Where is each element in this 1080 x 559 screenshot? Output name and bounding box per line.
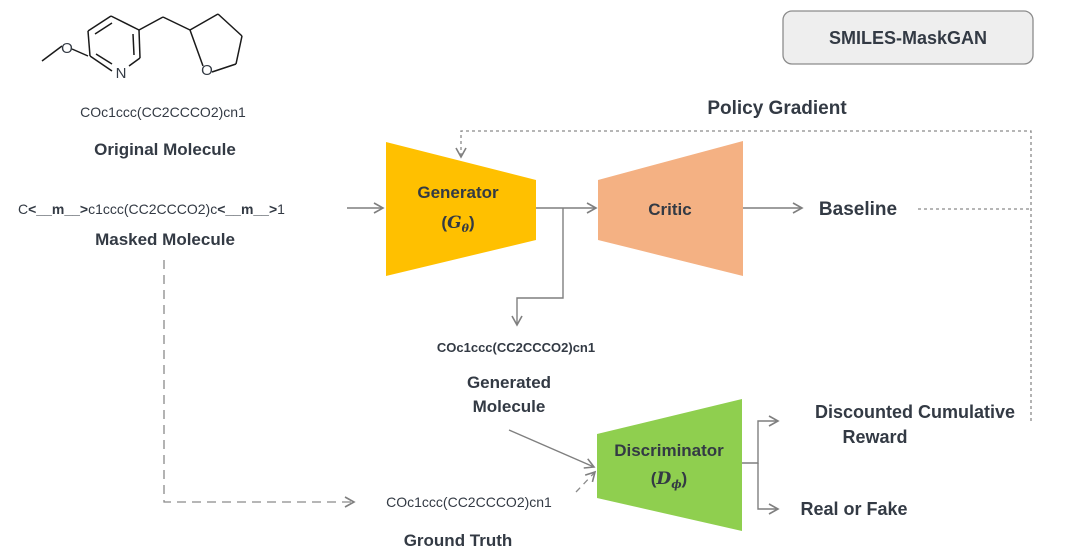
smiles-maskgan-badge: SMILES-MaskGAN <box>782 10 1034 65</box>
flow-arrows <box>347 202 804 515</box>
original-smiles: COc1ccc(CC2CCCO2)cn1 <box>80 104 246 120</box>
arrow-generator-to-generated <box>511 208 564 327</box>
baseline-label: Baseline <box>819 199 897 220</box>
policy-gradient-label: Policy Gradient <box>707 98 847 119</box>
generator-block: Generator (Gθ) <box>386 142 536 276</box>
atom-o-methoxy: O <box>61 40 73 57</box>
arrow-disc-to-realfake <box>757 463 780 515</box>
arrow-disc-to-reward <box>742 415 780 464</box>
masked-molecule-caption: Masked Molecule <box>95 230 235 249</box>
reward-label-line2: Reward <box>842 427 907 447</box>
generated-caption-line2: Molecule <box>473 397 546 416</box>
original-molecule-caption: Original Molecule <box>94 140 236 159</box>
masked-smiles: C<__m__>c1ccc(CC2CCCO2)c<__m__>1 <box>18 201 285 217</box>
atom-n-pyridine: N <box>116 65 127 82</box>
generated-smiles: COc1ccc(CC2CCCO2)cn1 <box>437 340 595 355</box>
generator-symbol: (Gθ) <box>441 213 474 235</box>
critic-block: Critic <box>598 141 743 276</box>
generated-caption-line1: Generated <box>467 373 551 392</box>
critic-title: Critic <box>648 200 691 219</box>
masked-to-ground-truth <box>163 260 356 508</box>
atom-o-thf: O <box>201 62 213 79</box>
discriminator-symbol: (Dϕ) <box>651 469 687 491</box>
ground-truth-to-discriminator <box>575 470 597 493</box>
generator-title: Generator <box>417 183 499 202</box>
badge-text: SMILES-MaskGAN <box>829 28 987 48</box>
ground-truth-caption: Ground Truth <box>404 531 513 550</box>
discriminator-block: Discriminator (Dϕ) <box>597 399 742 531</box>
policy-gradient-feedback <box>455 130 1032 421</box>
ground-truth-smiles: COc1ccc(CC2CCCO2)cn1 <box>386 494 552 510</box>
real-or-fake-label: Real or Fake <box>800 499 907 519</box>
reward-label-line1: Discounted Cumulative <box>815 402 1015 422</box>
arrow-generated-to-discriminator <box>508 429 596 469</box>
original-molecule-structure <box>41 13 243 73</box>
discriminator-title: Discriminator <box>614 441 724 460</box>
dashed-connectors <box>163 130 1032 508</box>
